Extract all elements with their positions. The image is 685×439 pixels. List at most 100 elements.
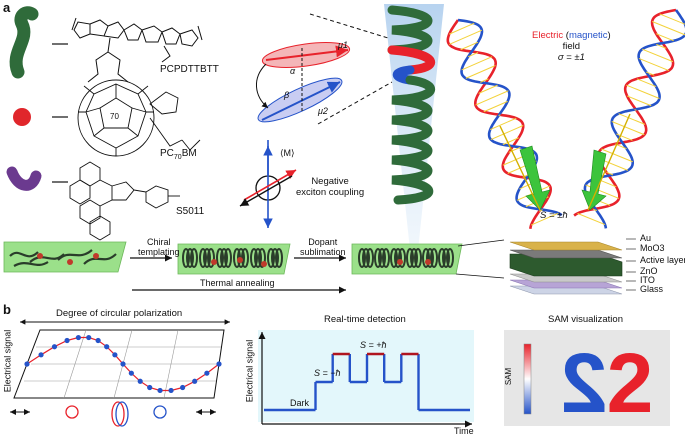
data-point	[192, 378, 198, 384]
spin-label: S = ±ħ	[540, 210, 568, 221]
sam-visual: 2 2	[504, 330, 670, 430]
film-1	[3, 241, 127, 273]
helix-rung	[638, 57, 670, 72]
dcp-title: Degree of circular polarization	[56, 308, 183, 319]
polymer-structure	[71, 17, 203, 83]
helix-rung	[651, 21, 685, 36]
polymer-coil	[414, 248, 422, 268]
rotation-icon	[153, 405, 167, 419]
data-point	[204, 370, 210, 376]
panel-label-a: a	[3, 0, 11, 15]
polymer-coil	[358, 248, 366, 268]
polymer-name: PCPDTTBTT	[160, 64, 219, 75]
polymer-coil	[199, 248, 207, 268]
layer-zno: ZnO	[640, 266, 658, 276]
polymer-coil	[378, 248, 386, 268]
helix-rung	[502, 137, 519, 146]
helix-rung	[656, 43, 667, 49]
zoom-line	[457, 239, 505, 247]
rtd-sminus-label: S = −ħ	[314, 368, 341, 378]
data-point	[38, 352, 44, 358]
polymer-coil	[258, 248, 266, 268]
helix-rung	[659, 13, 685, 25]
polymer-coil	[267, 248, 275, 268]
rtd-xlabel: Time	[454, 426, 474, 436]
dcp-chart	[10, 319, 230, 427]
rotation-icon	[111, 401, 125, 427]
data-point	[86, 334, 92, 341]
polymer-coil	[275, 248, 283, 268]
cage-number: 70	[110, 112, 119, 121]
polymer-coil	[394, 248, 402, 268]
layer-au: Au	[640, 233, 652, 243]
data-point	[75, 334, 82, 341]
polymer-coil	[224, 248, 232, 268]
layer-active: Active layer	[640, 255, 685, 265]
data-point	[64, 337, 70, 344]
spin-axis	[499, 125, 541, 211]
alpha-label: α	[290, 66, 296, 76]
helix-rung	[626, 84, 660, 99]
polymer-coil	[426, 248, 434, 268]
helix-rung	[475, 90, 509, 106]
polymer-coil	[430, 248, 438, 268]
helix-rung	[636, 78, 657, 88]
polymer-coil	[362, 248, 370, 268]
polymer-coil	[422, 248, 430, 268]
data-point	[157, 387, 163, 394]
polymer-coil	[220, 248, 228, 268]
helix-rung	[626, 95, 652, 107]
polymer-helix	[387, 5, 435, 205]
helix-rung	[618, 113, 646, 125]
helix-rung	[592, 208, 597, 212]
dipole-diagram	[239, 42, 351, 228]
panel-label-b: b	[3, 302, 11, 317]
data-point	[137, 378, 143, 384]
guide-line	[317, 81, 393, 125]
helix-rung	[465, 65, 496, 79]
fullerene-icon	[13, 108, 31, 126]
field-label: Electric (magnetic) field σ = ±1	[532, 30, 611, 63]
field-helix-left	[446, 18, 563, 230]
helix-rung	[480, 78, 489, 83]
polymer-coil	[366, 248, 374, 268]
magnetic-moment-label: ⟨M⟩	[280, 148, 295, 158]
helix-rung	[606, 171, 614, 176]
polymer-coil	[374, 248, 382, 268]
rotation-icon	[115, 401, 129, 427]
spin-arrow-right	[581, 149, 607, 211]
polymer-icon	[9, 6, 39, 79]
data-point	[180, 384, 186, 391]
dopant-structure	[69, 161, 180, 241]
film-3	[351, 243, 463, 275]
helix-rung	[498, 114, 501, 117]
polymer-coil	[390, 248, 398, 268]
spin-axis	[587, 113, 631, 211]
helix-rung	[478, 84, 498, 94]
polymer-coil	[382, 248, 390, 268]
guide-line	[309, 13, 389, 39]
helix-rung	[489, 117, 517, 131]
polymer-coil	[190, 248, 198, 268]
data-point	[168, 387, 174, 394]
helix-rung	[634, 109, 637, 111]
film-2	[177, 243, 291, 275]
sam-digit-blue: 2	[561, 336, 608, 430]
polymer-coil	[446, 248, 454, 268]
data-point	[104, 344, 110, 350]
polymer-coil	[216, 248, 224, 268]
dcp-ylabel: Electrical signal	[2, 329, 13, 393]
data-point	[147, 384, 153, 391]
dopant-name: S5011	[176, 206, 205, 217]
polymer-coil	[254, 248, 262, 268]
data-point	[128, 370, 134, 376]
rtd-title: Real-time detection	[324, 314, 406, 325]
polymer-coil	[186, 248, 194, 268]
helix-rung	[483, 100, 508, 113]
polymer-coil	[442, 248, 450, 268]
field-helix-right	[573, 8, 685, 229]
polymer-coil	[271, 248, 279, 268]
